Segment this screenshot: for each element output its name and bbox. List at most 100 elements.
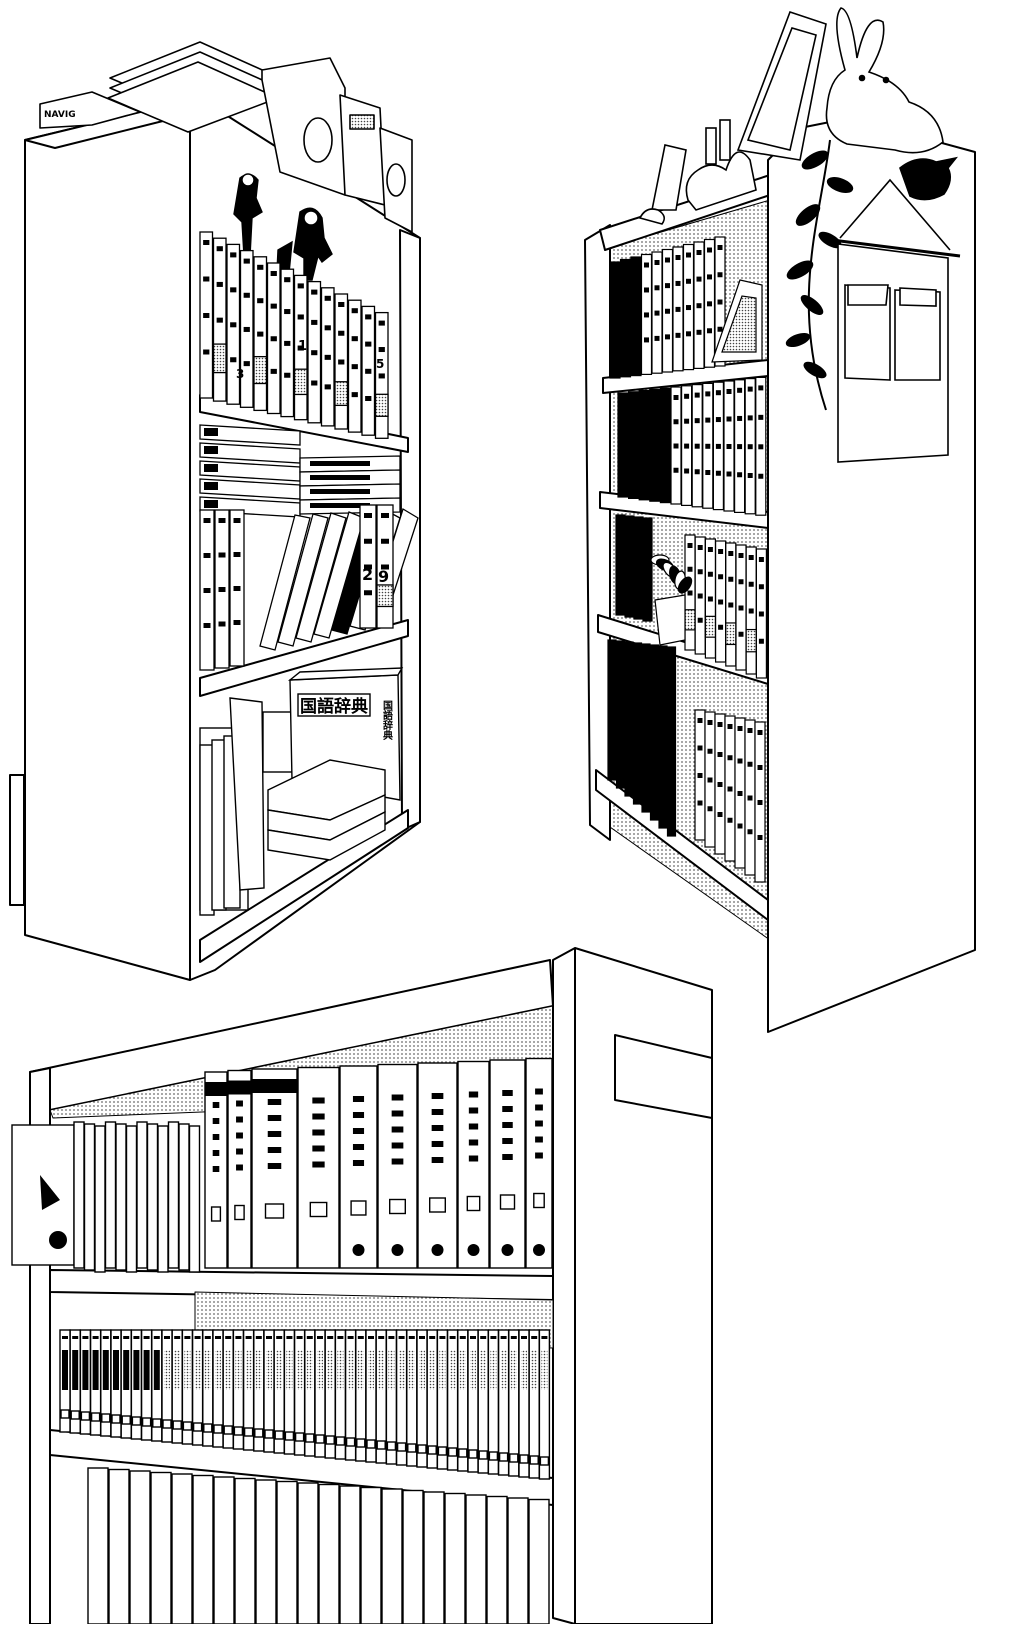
book-spine xyxy=(755,376,767,516)
right-bookcase-front-post xyxy=(584,224,611,841)
book-spine xyxy=(525,1057,553,1269)
book-spine xyxy=(632,642,643,805)
book-spine xyxy=(406,1329,418,1467)
book-spine xyxy=(661,248,674,373)
book-spine xyxy=(239,249,254,408)
book-spine xyxy=(307,280,322,424)
left-volume-labels: 1 3 5 xyxy=(236,339,384,381)
book-spine xyxy=(649,644,660,821)
book-spine xyxy=(365,1329,377,1463)
left-top-items: NAVIG xyxy=(39,41,413,233)
book-spine xyxy=(253,1329,265,1452)
book-spine xyxy=(672,246,684,372)
dictionary-title: 国語辞典 xyxy=(300,696,368,717)
book-spine xyxy=(377,1063,418,1269)
book-spine xyxy=(204,1071,228,1269)
book-spine xyxy=(680,385,693,506)
book-spine xyxy=(734,717,746,869)
book-spine xyxy=(691,384,703,508)
book-spine xyxy=(416,1329,428,1468)
book-spine xyxy=(642,517,653,622)
book-spine xyxy=(297,1482,319,1625)
book-spine xyxy=(651,251,663,374)
left-shelf-2 xyxy=(199,619,409,697)
book-spine xyxy=(320,287,335,427)
book-spine xyxy=(619,258,632,378)
book-spine xyxy=(385,1329,398,1465)
book-spine xyxy=(234,1477,256,1625)
book-spine xyxy=(229,509,245,667)
book-spine xyxy=(251,1068,298,1269)
small-book-cluster xyxy=(11,1121,201,1273)
book-spine xyxy=(140,1329,153,1441)
book-spine xyxy=(110,1329,122,1438)
book-spine xyxy=(436,1329,449,1470)
bird-silhouette-icon xyxy=(899,156,958,201)
book-spine xyxy=(347,299,362,433)
book-spine xyxy=(702,382,714,509)
book-spine xyxy=(444,1492,466,1625)
book-spine xyxy=(339,1485,361,1625)
book-spine xyxy=(227,1069,252,1269)
book-spine xyxy=(694,536,706,655)
book-spine xyxy=(467,1329,479,1473)
book-spine xyxy=(714,713,726,855)
book-spine xyxy=(355,1329,367,1462)
book-spine xyxy=(89,1329,102,1436)
book-spine xyxy=(724,715,736,862)
book-spine xyxy=(263,1329,275,1453)
book-spine xyxy=(507,1497,529,1625)
book-spine xyxy=(528,1498,550,1625)
book-spine xyxy=(538,1329,551,1480)
right-top-items xyxy=(638,7,944,225)
book-spine xyxy=(615,514,626,616)
stacked-book xyxy=(299,483,401,501)
book-spine xyxy=(755,548,768,679)
leaf-vine-icon xyxy=(785,139,854,411)
book-spine xyxy=(344,1329,357,1461)
leaning-book xyxy=(277,513,329,647)
book-spine xyxy=(638,390,650,501)
book-spine xyxy=(528,1329,540,1479)
book-spine xyxy=(181,1329,194,1445)
book-spine xyxy=(202,1329,214,1447)
volume-number-2: 2 xyxy=(362,565,373,584)
book-spine xyxy=(334,1329,347,1460)
book-spine xyxy=(395,1329,408,1466)
volume-number-3: 3 xyxy=(236,367,244,381)
book-spine xyxy=(658,645,668,829)
left-bookcase-side xyxy=(24,99,191,981)
book-spine xyxy=(150,1471,172,1625)
book-spine xyxy=(607,639,617,781)
bottom-books xyxy=(11,1057,553,1625)
book-spine xyxy=(497,1329,510,1476)
book-spine xyxy=(609,261,621,379)
book-spine xyxy=(324,1329,336,1459)
leaning-book xyxy=(313,511,365,639)
book-spine xyxy=(682,243,695,371)
book-spine xyxy=(712,381,725,511)
book-spine xyxy=(339,1065,378,1269)
book-spine xyxy=(704,711,716,848)
photo-frame-icon xyxy=(651,10,827,211)
right-books xyxy=(607,236,768,883)
book-spine xyxy=(191,1329,204,1446)
book-spine xyxy=(694,709,706,841)
right-side-decor xyxy=(785,139,961,463)
book-spine xyxy=(457,1329,469,1472)
book-spine xyxy=(659,387,672,504)
book-spine xyxy=(487,1329,500,1475)
book-spine xyxy=(108,1468,130,1625)
speaker-icon xyxy=(261,57,413,233)
book-spine xyxy=(253,256,268,412)
book-spine xyxy=(192,1474,214,1625)
book-spine xyxy=(318,1483,340,1625)
rabbit-figurine-icon xyxy=(825,7,944,154)
stacked-book xyxy=(299,455,401,473)
left-books-row-1 xyxy=(199,231,389,439)
book-spine xyxy=(273,1329,285,1454)
book-spine xyxy=(640,253,653,376)
framed-picture xyxy=(711,279,763,363)
book-spine xyxy=(754,721,766,883)
